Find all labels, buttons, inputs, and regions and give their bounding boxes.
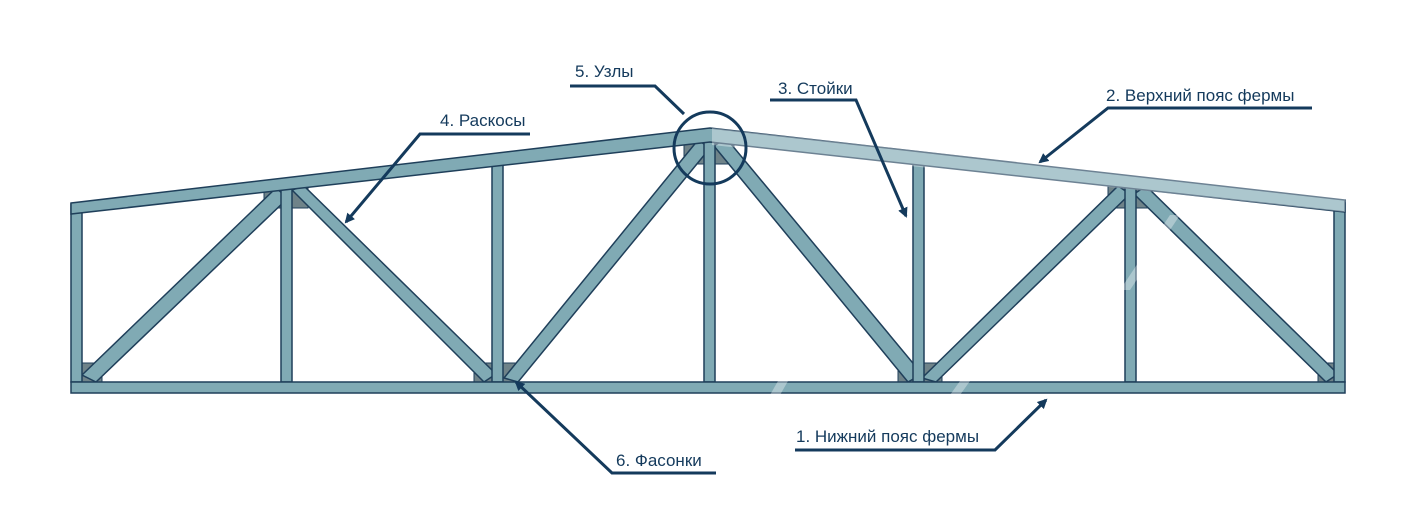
glare-overlay (712, 128, 1345, 395)
label-posts: 3. Стойки (778, 79, 853, 98)
label-top-chord: 2. Верхний пояс фермы (1106, 86, 1294, 105)
node-highlight-circle (672, 110, 748, 186)
label-braces: 4. Раскосы (440, 111, 525, 130)
callout-posts: 3. Стойки (770, 79, 908, 218)
bottom-chord (70, 381, 1346, 394)
braces (80, 137, 1340, 383)
callout-braces: 4. Раскосы (344, 111, 530, 224)
callout-gussets: 6. Фасонки (514, 380, 716, 475)
posts (70, 133, 1346, 383)
label-gussets: 6. Фасонки (616, 451, 702, 470)
top-chord (70, 127, 1346, 215)
label-nodes: 5. Узлы (575, 62, 634, 81)
label-bottom-chord: 1. Нижний пояс фермы (796, 427, 979, 446)
callout-bottom-chord: 1. Нижний пояс фермы (795, 398, 1048, 452)
callout-nodes: 5. Узлы (570, 62, 686, 116)
callout-top-chord: 2. Верхний пояс фермы (1038, 86, 1312, 164)
